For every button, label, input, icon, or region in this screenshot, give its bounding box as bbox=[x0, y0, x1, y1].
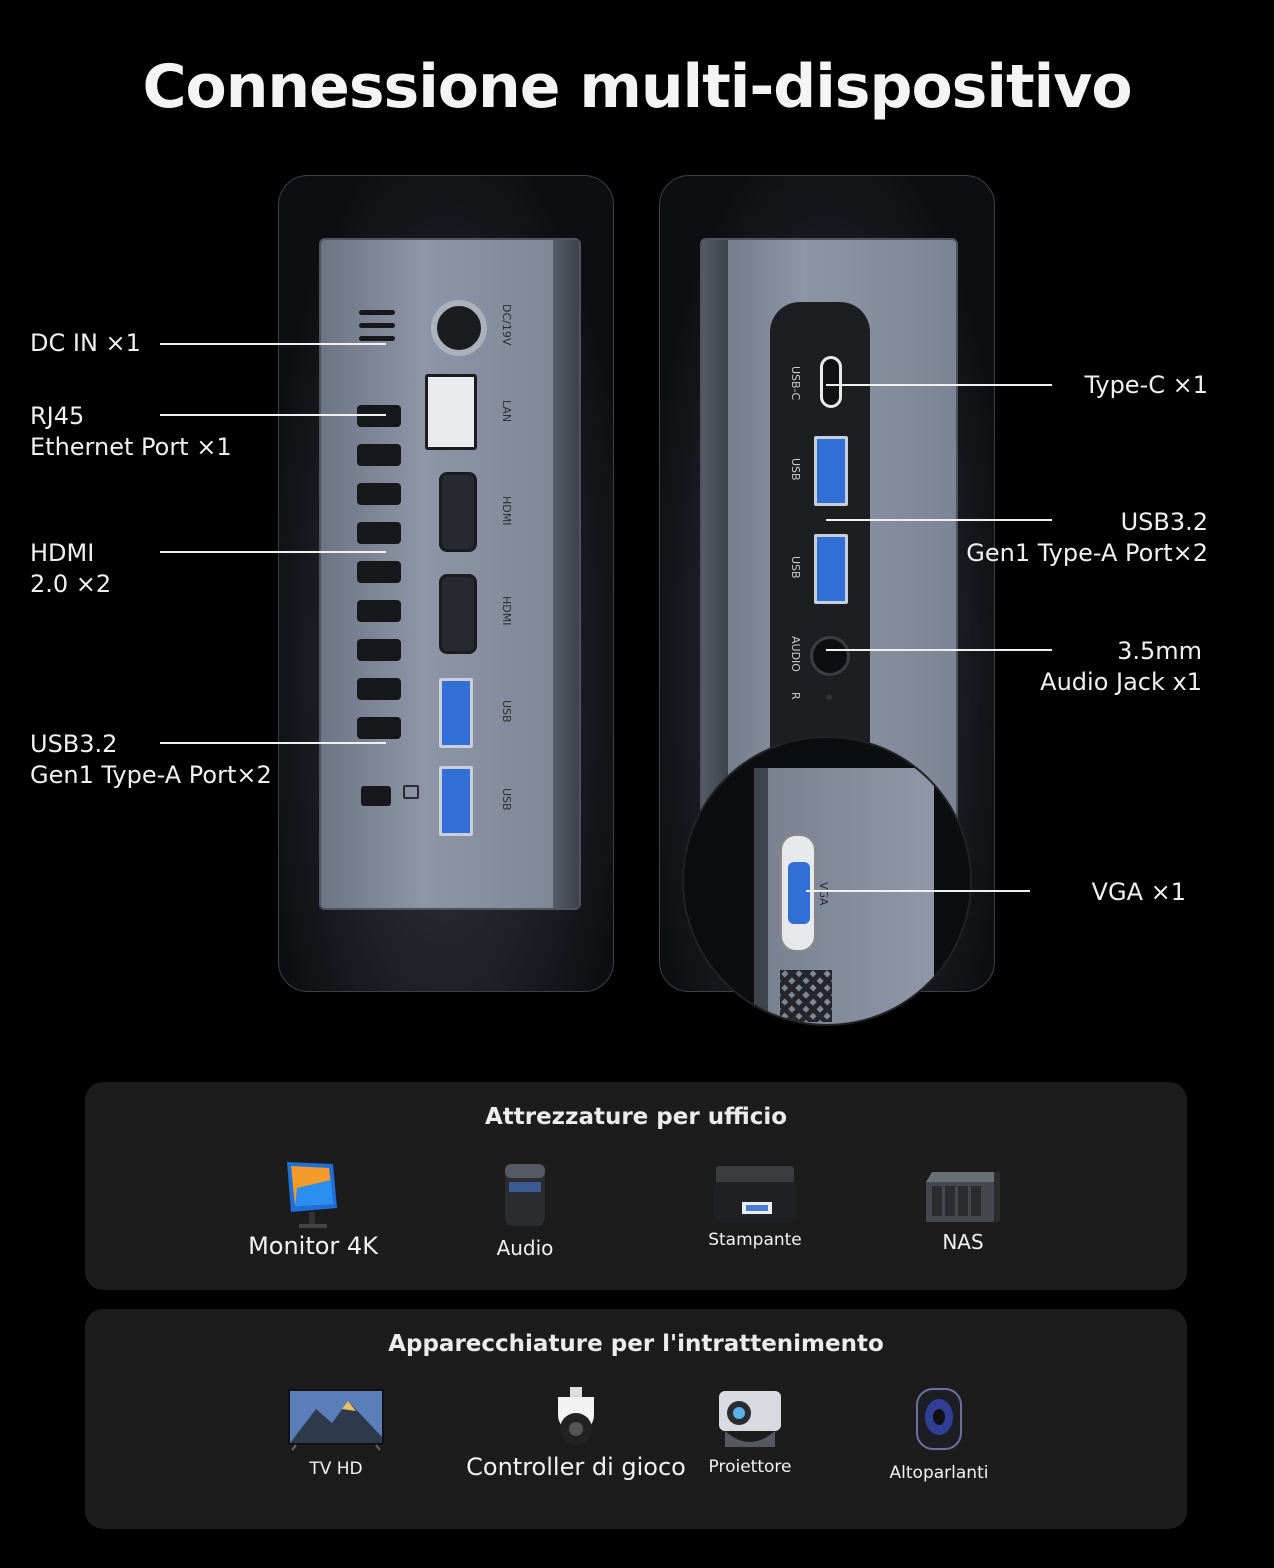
callout-audio: 3.5mm Audio Jack x1 bbox=[1040, 637, 1202, 696]
kensington-lock bbox=[361, 786, 391, 806]
line-vga bbox=[806, 890, 1030, 892]
hdmi-port-label-2: HDMI bbox=[500, 596, 513, 626]
usb-port-label-2: USB bbox=[500, 788, 513, 811]
vent-top bbox=[359, 310, 395, 350]
office-item-audio: Audio bbox=[475, 1160, 575, 1260]
hdmi-port-label-1: HDMI bbox=[500, 496, 513, 526]
speakers-label: Altoparlanti bbox=[889, 1463, 989, 1483]
monitor-icon bbox=[287, 1162, 337, 1228]
audio-jack bbox=[810, 636, 850, 676]
usb-a-port-4 bbox=[814, 534, 848, 604]
hdmi-port-2 bbox=[439, 574, 477, 654]
usb-a-port-2 bbox=[439, 766, 473, 836]
ent-item-projector: Proiettore bbox=[697, 1387, 803, 1477]
nas-label: NAS bbox=[942, 1230, 984, 1254]
office-equipment-box: Attrezzature per ufficio Monitor 4K Audi… bbox=[85, 1082, 1187, 1290]
callout-vga: VGA ×1 bbox=[1091, 878, 1186, 906]
office-item-nas: NAS bbox=[913, 1168, 1013, 1254]
line-dc-in bbox=[160, 343, 386, 345]
line-rj45 bbox=[160, 414, 386, 416]
lan-port-label: LAN bbox=[500, 400, 513, 423]
vga-port-label: VGA bbox=[817, 882, 830, 906]
office-item-printer: Stampante bbox=[693, 1162, 817, 1250]
lock-icon bbox=[403, 785, 419, 799]
dc-port-label: DC/19V bbox=[500, 304, 513, 346]
rj45-port bbox=[425, 374, 477, 450]
controller-label: Controller di gioco bbox=[466, 1453, 686, 1481]
callout-typec: Type-C ×1 bbox=[1084, 371, 1208, 399]
speaker-icon bbox=[505, 1164, 545, 1226]
usb-c-port bbox=[820, 356, 842, 408]
office-title: Attrezzature per ufficio bbox=[484, 1104, 788, 1130]
nas-icon bbox=[926, 1172, 1000, 1222]
line-typec bbox=[826, 384, 1052, 386]
ent-item-tv: TV HD bbox=[281, 1387, 391, 1479]
office-item-monitor: Monitor 4K bbox=[245, 1158, 381, 1260]
projector-icon bbox=[719, 1391, 781, 1447]
entertainment-title: Apparecchiature per l'intrattenimento bbox=[388, 1331, 884, 1357]
printer-icon bbox=[714, 1166, 796, 1222]
callout-hdmi: HDMI 2.0 ×2 bbox=[30, 539, 112, 598]
page-title: Connessione multi-dispositivo bbox=[142, 52, 1132, 122]
usb-port-label-3: USB bbox=[789, 458, 802, 481]
side-vents bbox=[357, 405, 401, 756]
printer-label: Stampante bbox=[708, 1230, 802, 1250]
usb-port-label-1: USB bbox=[500, 700, 513, 723]
callout-usb-right: USB3.2 Gen1 Type-A Port×2 bbox=[966, 508, 1208, 567]
audio-label: Audio bbox=[496, 1236, 554, 1260]
ent-item-controller: Controller di gioco bbox=[461, 1385, 691, 1481]
callout-rj45: RJ45 Ethernet Port ×1 bbox=[30, 402, 232, 461]
projector-label: Proiettore bbox=[708, 1457, 792, 1477]
reset-label: R bbox=[789, 692, 802, 700]
callout-dc-in: DC IN ×1 bbox=[30, 329, 141, 357]
usbc-port-label: USB-C bbox=[789, 366, 802, 401]
ent-item-speakers: Altoparlanti bbox=[881, 1385, 997, 1483]
vent-grid bbox=[780, 970, 832, 1022]
dc-in-port bbox=[431, 300, 487, 356]
usb-a-port-1 bbox=[439, 678, 473, 748]
line-usb-right bbox=[826, 519, 1052, 521]
line-hdmi bbox=[160, 551, 386, 553]
usb-a-port-3 bbox=[814, 436, 848, 506]
vga-port bbox=[780, 834, 816, 952]
tv-icon bbox=[288, 1389, 384, 1451]
callout-usb-left: USB3.2 Gen1 Type-A Port×2 bbox=[30, 730, 272, 789]
device-front-view: DC/19V LAN HDMI HDMI USB USB bbox=[319, 238, 581, 910]
vga-zoom-circle: VGA bbox=[682, 736, 972, 1026]
monitor-label: Monitor 4K bbox=[248, 1232, 378, 1260]
usb-port-label-4: USB bbox=[789, 556, 802, 579]
camera-icon bbox=[558, 1387, 594, 1445]
reset-hole bbox=[826, 694, 832, 700]
left-ports-panel: DC/19V LAN HDMI HDMI USB USB bbox=[278, 175, 614, 992]
line-audio bbox=[826, 649, 1052, 651]
audio-port-label: AUDIO bbox=[789, 636, 802, 672]
hdmi-port-1 bbox=[439, 472, 477, 552]
tv-label: TV HD bbox=[309, 1459, 363, 1479]
smart-speaker-icon bbox=[916, 1388, 962, 1450]
line-usb-left bbox=[160, 742, 386, 744]
entertainment-equipment-box: Apparecchiature per l'intrattenimento TV… bbox=[85, 1309, 1187, 1529]
